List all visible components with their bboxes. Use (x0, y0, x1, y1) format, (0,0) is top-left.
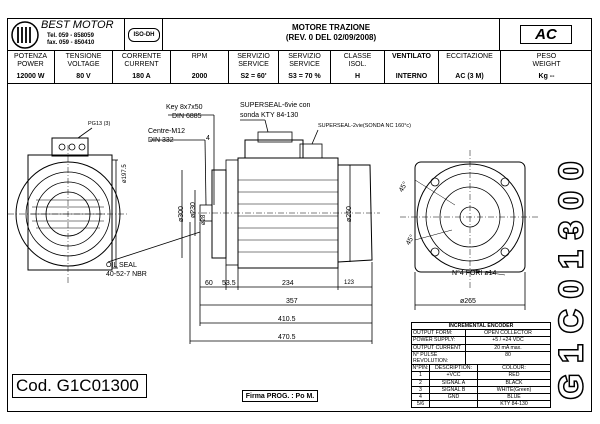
title-block: MOTORE TRAZIONE (REV. 0 DEL 02/09/2008) (163, 18, 500, 51)
centre-label: Centre-M12 (148, 128, 185, 135)
sheet-border (7, 18, 592, 412)
front-view-right (400, 150, 540, 310)
spec-cell: CLASSE ISOL.H (331, 51, 385, 83)
iso-badge: ISO-DH (128, 28, 160, 42)
dim-4105-label: 410.5 (278, 316, 296, 323)
side-view (77, 114, 380, 344)
dia-28-label: ø28 (201, 214, 207, 225)
iso-block: ISO-DH (125, 18, 163, 51)
best-motor-logo-icon (11, 21, 39, 49)
signature-box: Firma PROG. : Po M. (242, 390, 318, 402)
pin-header-row: N°PIN:DESCRIPTION:COLOUR: (412, 365, 550, 373)
dia-300-label: ø300 (178, 206, 185, 222)
dia-250-label: ø250 (346, 206, 353, 222)
superseal-2-label: SUPERSEAL-2vie(SONDA NC 160°c) (318, 123, 411, 129)
vertical-product-code: G1C01300 (554, 160, 588, 401)
dim-4705-label: 470.5 (278, 334, 296, 341)
dim-60-label: 60 (205, 280, 213, 287)
dim-234-label: 234 (282, 280, 294, 287)
superseal-6b-label: sonda KTY 84-130 (240, 112, 299, 119)
holes-label: N°4 FORI ø14 (452, 270, 497, 277)
encoder-table: INCREMENTAL ENCODER OUTPUT FORM:OPEN COL… (411, 322, 551, 409)
din6885-label: DIN 6885 (172, 113, 202, 120)
drawing-title: MOTORE TRAZIONE (291, 23, 371, 32)
dia-230-label: ø230 (190, 202, 197, 218)
brand-name: BEST MOTOR (41, 19, 114, 31)
dim-4-label: 4 (206, 135, 210, 142)
key-label: Key 8x7x50 (166, 104, 203, 111)
type-badge: AC (520, 25, 572, 44)
dia-1975-label: ø197.5 (122, 164, 128, 183)
encoder-row: N° PULSE REVOLUTION:80 (412, 351, 550, 366)
oil-seal-spec-label: 40-52-7 NBR (106, 271, 147, 278)
drawing-revision: (REV. 0 DEL 02/09/2008) (285, 33, 377, 42)
dim-123-label: 123 (344, 280, 355, 286)
encoder-row: POWER SUPPLY:+5 / +24 VDC (412, 337, 550, 345)
pg-label: PG13 (3) (88, 121, 111, 127)
logo-block: BEST MOTOR Tel. 059 - 858059 fax. 059 - … (7, 18, 125, 51)
brand-fax: fax. 059 - 850410 (47, 40, 95, 46)
oil-seal-label: OIL SEAL (106, 262, 137, 269)
vertical-code-text: G1C01300 (554, 161, 588, 399)
dim-535-label: 53.5 (222, 280, 236, 287)
encoder-row: OUTPUT FORM:OPEN COLLECTOR (412, 330, 550, 338)
dim-357-label: 357 (286, 298, 298, 305)
product-code-box: Cod. G1C01300 (12, 374, 147, 398)
din332-label: DIN 332 (148, 137, 174, 144)
dia-265-label: ø265 (460, 298, 476, 305)
front-view-left (8, 137, 128, 285)
encoder-title: INCREMENTAL ENCODER (412, 323, 550, 331)
brand-tel: Tel. 059 - 858059 (47, 33, 94, 39)
ac-block: AC (500, 18, 592, 51)
superseal-6-label: SUPERSEAL-6vie con (240, 102, 311, 109)
